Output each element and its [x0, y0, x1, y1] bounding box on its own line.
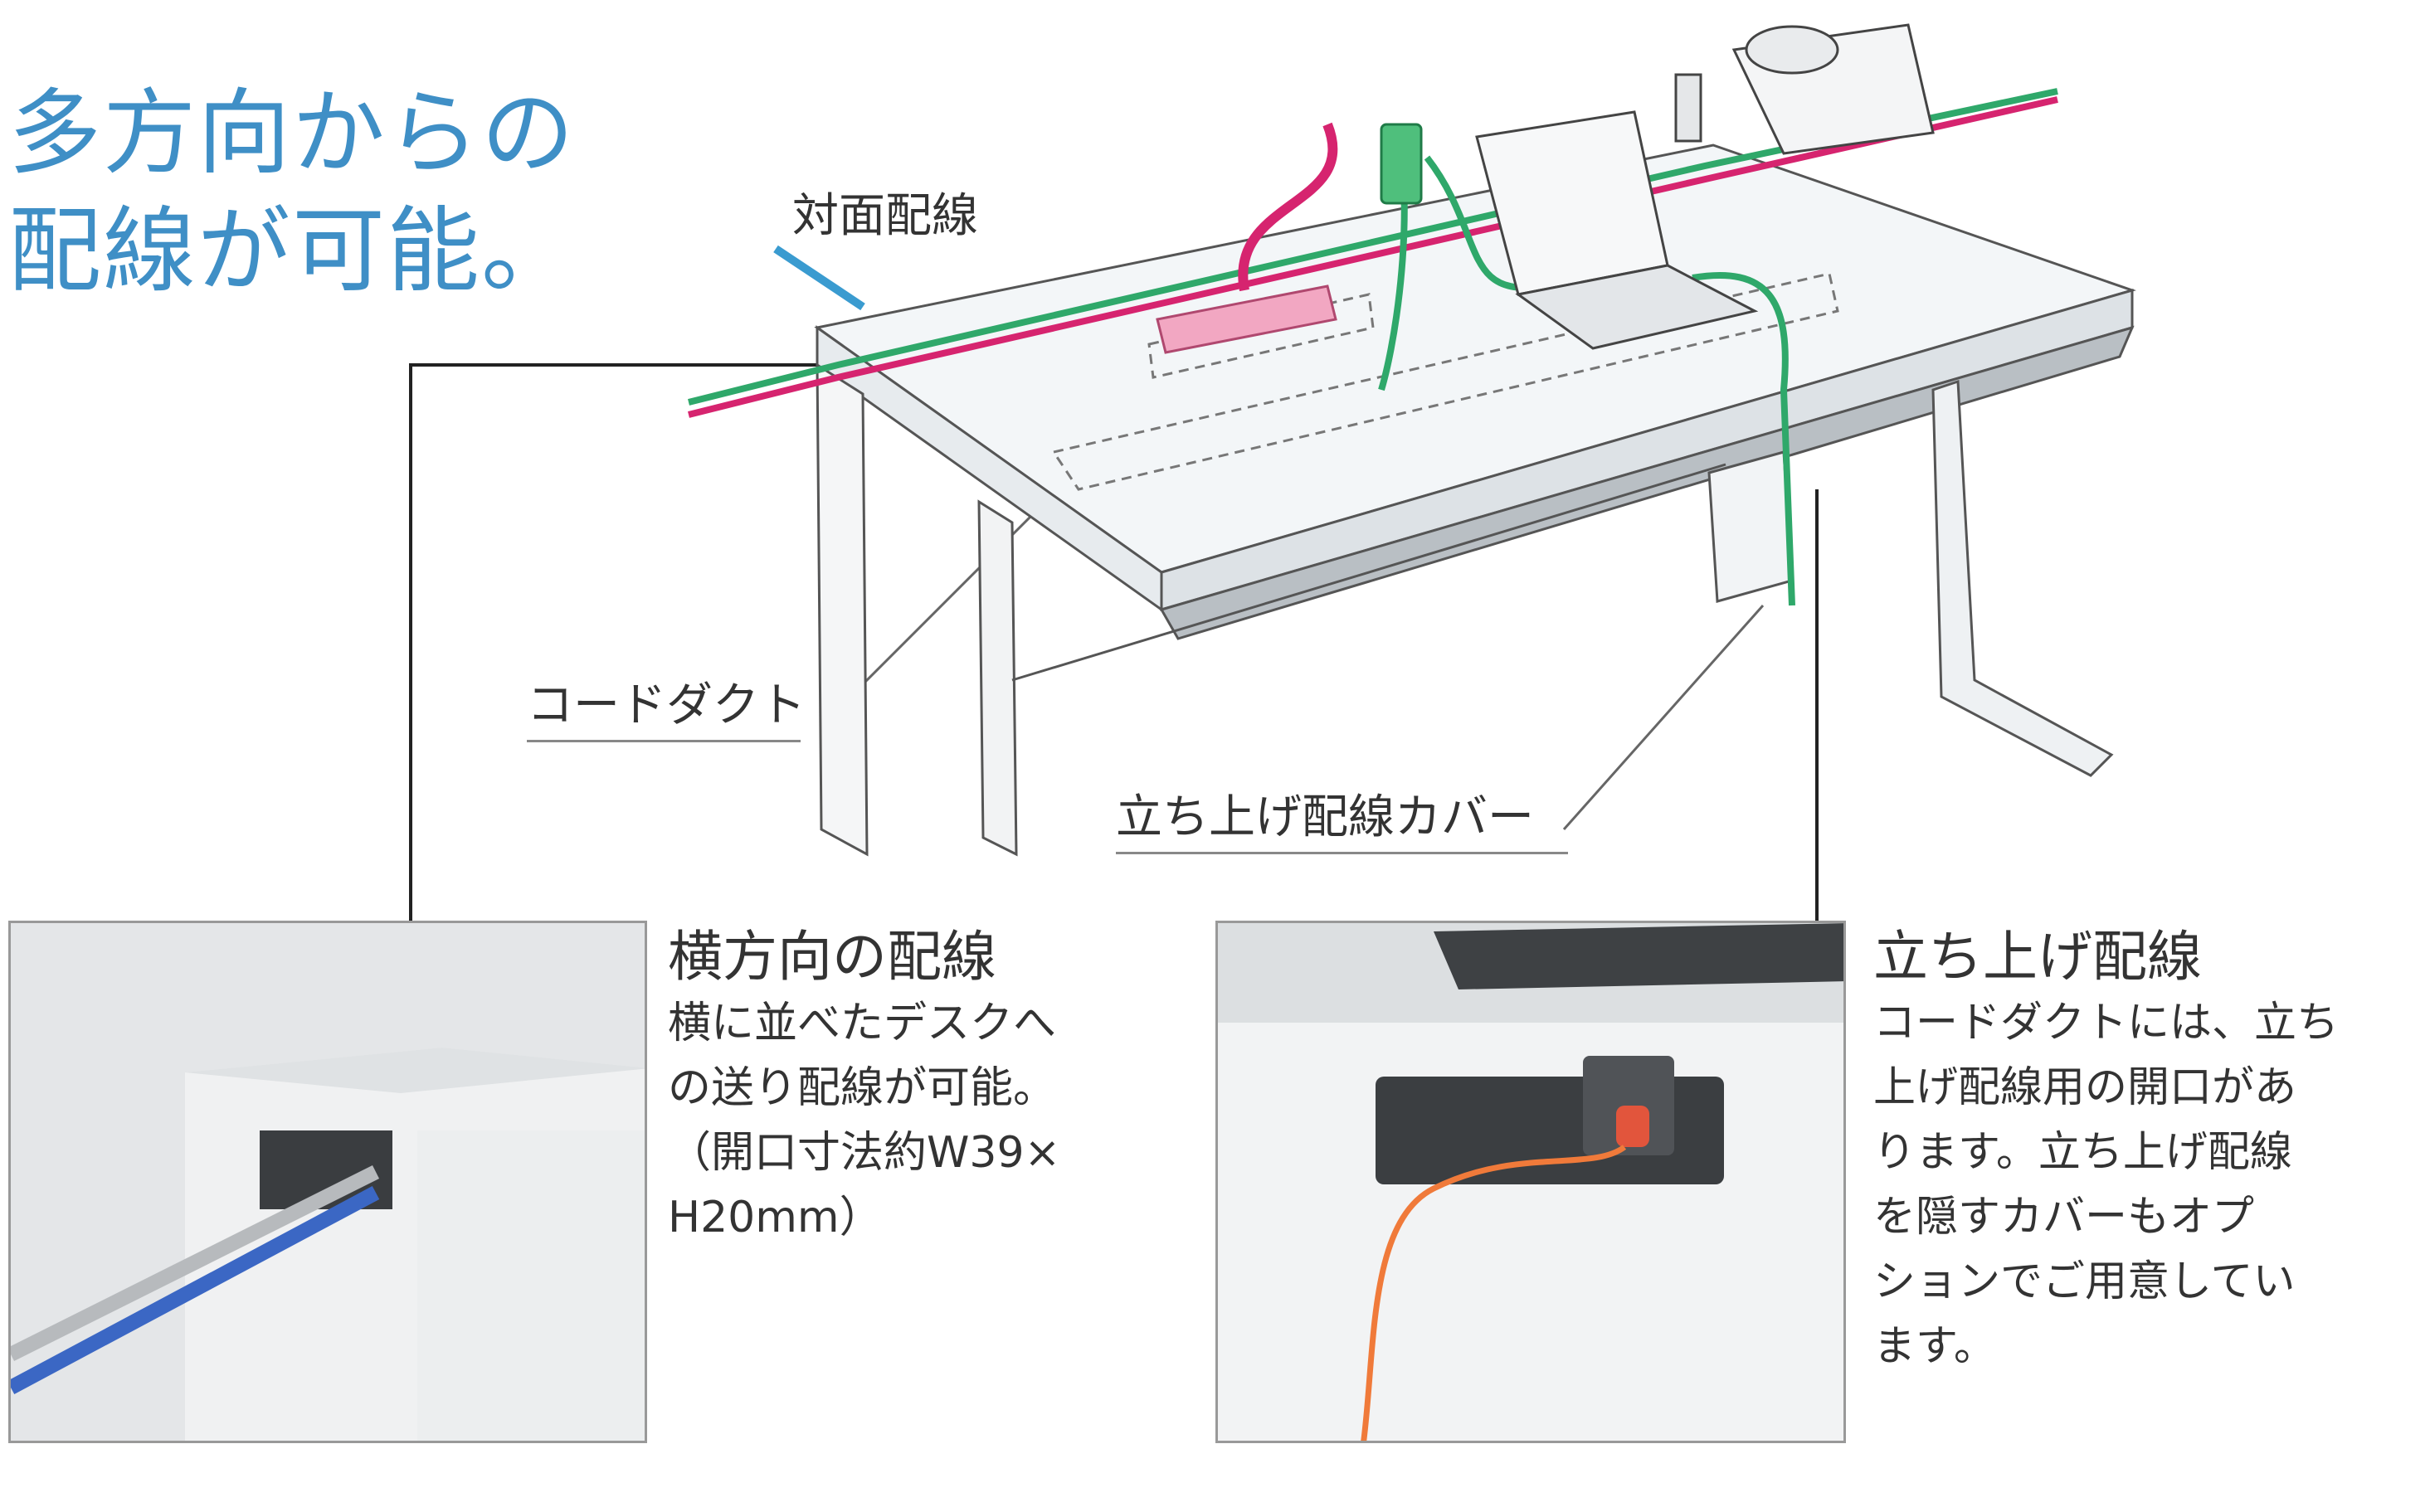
riser-line-3: ります。立ち上げ配線	[1873, 1128, 2292, 1177]
riser-line-6: ます。	[1873, 1322, 1996, 1371]
label-cord-duct: コードダクト	[527, 668, 806, 742]
side-line-4: H20mm）	[668, 1193, 883, 1242]
side-line-1: 横に並べたデスクへ	[668, 999, 1057, 1048]
riser-line-2: 上げ配線用の開口があ	[1873, 1063, 2297, 1112]
riser-line-1: コードダクトには、立ち	[1873, 999, 2340, 1048]
leader-lines	[409, 363, 1819, 921]
riser-wiring-photo	[1215, 921, 1846, 1443]
riser-line-4: を隠すカバーもオプ	[1873, 1193, 2255, 1242]
facing-pointer	[773, 245, 865, 311]
headline-line-2: 配線が可能。	[8, 197, 576, 305]
side-wiring-text: 横に並べたデスクへ の送り配線が可能。 （開口寸法約W39× H20mm）	[668, 991, 1060, 1250]
desk-top	[814, 143, 2136, 857]
riser-wiring-title: 立ち上げ配線	[1873, 925, 2202, 989]
headline: 多方向からの 配線が可能。	[8, 75, 576, 310]
riser-cover-pointer	[1562, 605, 1765, 830]
riser-wiring-text: コードダクトには、立ち 上げ配線用の開口があ ります。立ち上げ配線 を隠すカバー…	[1873, 991, 2339, 1379]
riser-line-5: ションでご用意してい	[1873, 1257, 2296, 1306]
label-riser-cover: 立ち上げ配線カバー	[1116, 780, 1568, 854]
telephone-icon	[1674, 23, 1935, 155]
side-wiring-photo	[8, 921, 647, 1443]
outlet-adapter-icon	[1380, 123, 1423, 205]
laptop-icon	[1475, 110, 1759, 350]
power-strip-icon	[1156, 284, 1337, 354]
side-wiring-image	[11, 923, 645, 1441]
label-facing-wiring: 対面配線	[792, 189, 978, 243]
side-line-3: （開口寸法約W39×	[668, 1128, 1061, 1178]
side-line-2: の送り配線が可能。	[668, 1063, 1057, 1113]
side-wiring-title: 横方向の配線	[668, 925, 996, 989]
headline-line-1: 多方向からの	[8, 80, 576, 187]
riser-wiring-image	[1218, 923, 1843, 1441]
